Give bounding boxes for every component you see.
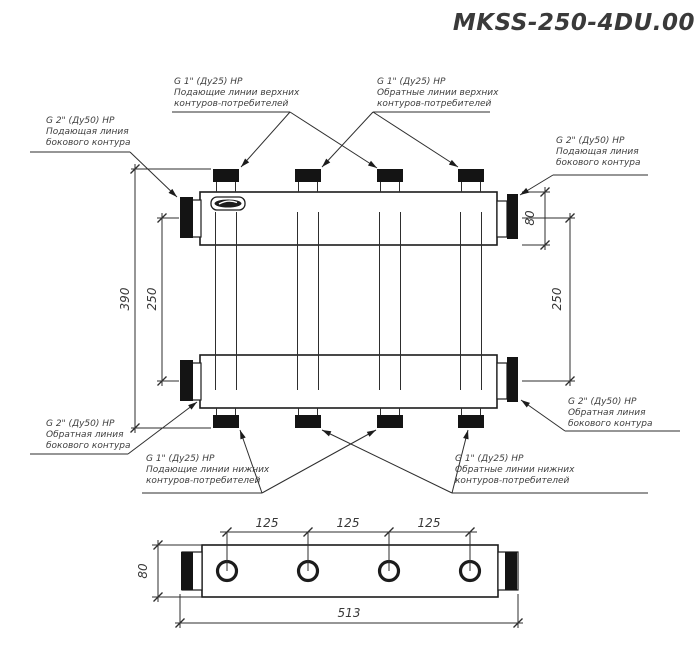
top-right-side-fitting	[507, 194, 518, 239]
label-line: G 1" (Ду25) НР	[146, 454, 215, 464]
dim-left-spacing: 250	[145, 287, 159, 310]
label-bottom-supply-lower: G 1" (Ду25) НР Подающие линии нижних кон…	[146, 454, 270, 486]
label-line: контуров-потребителей	[455, 476, 570, 486]
vertical-pipes	[215, 182, 482, 415]
label-bottom-return-lower: G 1" (Ду25) НР Обратные линии нижних кон…	[455, 454, 575, 486]
label-line: бокового контура	[46, 138, 131, 148]
upper-fitting-3	[377, 169, 403, 182]
label-line: Подающая линия	[556, 147, 639, 157]
lower-branch-fittings	[213, 415, 484, 428]
brand-badge	[210, 196, 246, 211]
dim-overall-length: 513	[338, 606, 361, 620]
upper-fitting-4	[458, 169, 484, 182]
upper-branch-fittings	[213, 169, 484, 182]
dim-overall-height: 390	[118, 287, 132, 310]
label-line: G 2" (Ду50) НР	[46, 116, 115, 126]
plan-left-fitting	[181, 552, 193, 590]
label-line: Обратные линии нижних	[455, 465, 575, 475]
label-line: контуров-потребителей	[377, 99, 492, 109]
top-collector-body	[199, 191, 498, 246]
label-line: G 2" (Ду50) НР	[556, 136, 625, 146]
lower-fitting-1	[213, 415, 239, 428]
dim-right-spacing: 250	[550, 287, 564, 310]
label-line: Обратная линия	[568, 408, 646, 418]
plan-collector-body	[201, 544, 499, 598]
bottom-collector-body	[199, 354, 498, 409]
label-line: Подающие линии нижних	[146, 465, 270, 475]
front-view: 390 250 80 250	[30, 77, 680, 494]
label-line: бокового контура	[556, 158, 641, 168]
bottom-left-side-fitting	[180, 360, 193, 401]
label-bottom-left: G 2" (Ду50) НР Обратная линия бокового к…	[46, 419, 131, 451]
lower-fitting-2	[295, 415, 321, 428]
label-top-return-upper: G 1" (Ду25) НР Обратные линии верхних ко…	[377, 77, 499, 109]
label-line: G 1" (Ду25) НР	[174, 77, 243, 87]
label-line: G 2" (Ду50) НР	[46, 419, 115, 429]
label-line: G 1" (Ду25) НР	[377, 77, 446, 87]
plan-view: 125 125 125 80 513	[136, 516, 523, 628]
dimension-125-row: 125 125 125	[220, 516, 477, 571]
label-line: Обратные линии верхних	[377, 88, 499, 98]
dimension-250-left: 250	[145, 213, 179, 386]
top-left-side-fitting	[180, 197, 193, 238]
plan-right-fitting	[505, 552, 517, 590]
upper-fitting-1	[213, 169, 239, 182]
upper-fitting-2	[295, 169, 321, 182]
label-line: Подающие линии верхних	[174, 88, 300, 98]
label-top-right: G 2" (Ду50) НР Подающая линия бокового к…	[556, 136, 641, 168]
dimension-80-plan: 80	[136, 540, 202, 602]
dimension-390: 390	[118, 164, 211, 433]
label-line: G 2" (Ду50) НР	[568, 397, 637, 407]
dim-spacing-1: 125	[256, 516, 279, 530]
label-top-supply-upper: G 1" (Ду25) НР Подающие линии верхних ко…	[174, 77, 300, 109]
label-line: контуров-потребителей	[146, 476, 261, 486]
dimension-513: 513	[175, 594, 523, 628]
dim-spacing-2: 125	[337, 516, 360, 530]
lower-fitting-4	[458, 415, 484, 428]
bottom-right-side-fitting	[507, 357, 518, 402]
dimension-250-right: 250	[522, 213, 575, 386]
label-bottom-right: G 2" (Ду50) НР Обратная линия бокового к…	[568, 397, 653, 429]
label-line: G 1" (Ду25) НР	[455, 454, 524, 464]
dim-spacing-3: 125	[418, 516, 441, 530]
side-connections	[180, 194, 518, 402]
label-line: контуров-потребителей	[174, 99, 289, 109]
drawing-title: MKSS-250-4DU.00	[453, 10, 695, 36]
label-line: Обратная линия	[46, 430, 124, 440]
dim-collector-width: 80	[136, 563, 150, 579]
lower-fitting-3	[377, 415, 403, 428]
label-top-left: G 2" (Ду50) НР Подающая линия бокового к…	[46, 116, 131, 148]
leader-lines	[30, 111, 680, 494]
label-line: бокового контура	[46, 441, 131, 451]
label-line: Подающая линия	[46, 127, 129, 137]
label-line: бокового контура	[568, 419, 653, 429]
